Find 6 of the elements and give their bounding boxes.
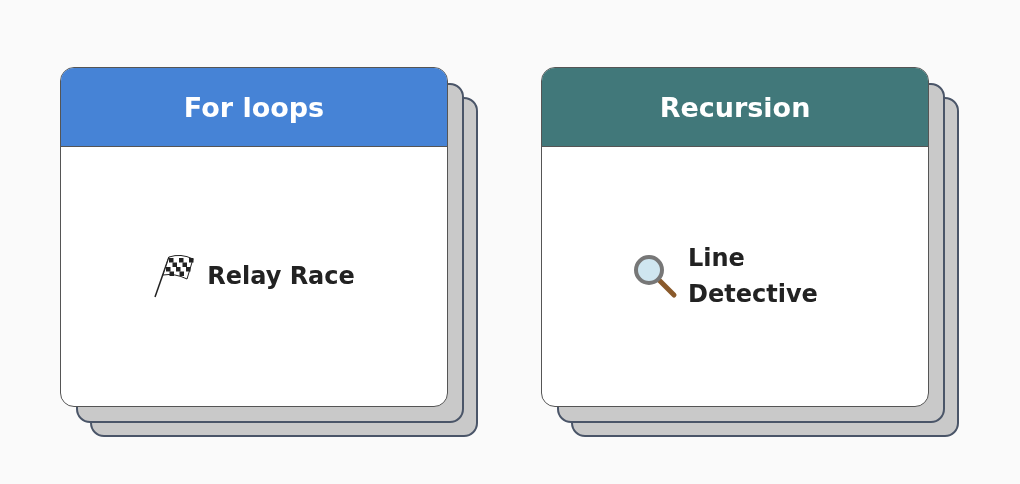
card-text: Line Detective <box>688 243 819 310</box>
card-text: Relay Race <box>207 261 355 292</box>
card <box>60 67 448 407</box>
card <box>541 67 929 407</box>
card-heading: For loops <box>61 68 447 147</box>
card-heading: Recursion <box>542 68 928 147</box>
